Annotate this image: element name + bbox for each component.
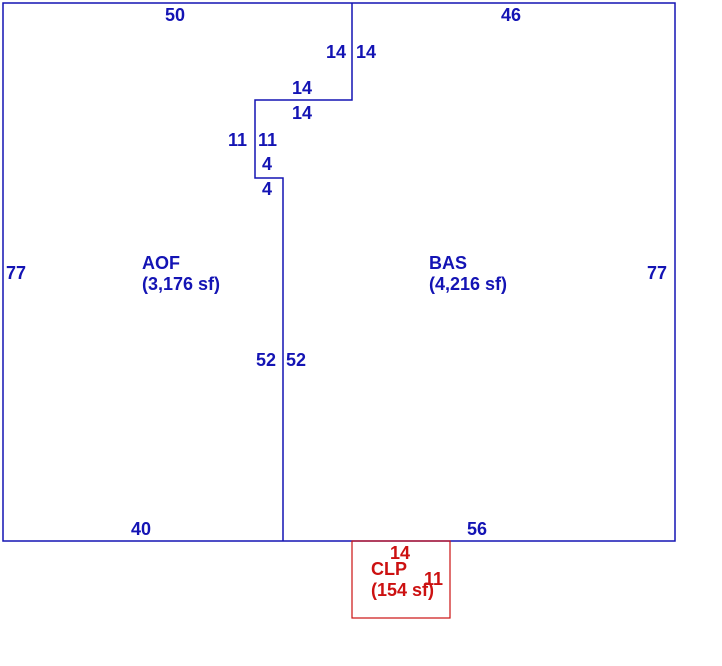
bas-step2-vertical-dimension: 11 xyxy=(258,130,277,150)
aof-step3-vertical-dimension: 52 xyxy=(256,350,276,370)
dividing-wall xyxy=(254,3,353,541)
bas-step1-horizontal-dimension: 14 xyxy=(292,103,312,123)
clp-right-dimension: 11 xyxy=(424,569,443,589)
aof-top-dimension: 50 xyxy=(165,5,185,25)
building-outline xyxy=(2,2,676,542)
bas-right-dimension: 77 xyxy=(647,263,667,283)
aof-step2-vertical-dimension: 11 xyxy=(228,130,247,150)
bas-step2-horizontal-dimension: 4 xyxy=(262,179,272,199)
bas-step1-vertical-dimension: 14 xyxy=(356,42,376,62)
aof-step1-horizontal-dimension: 14 xyxy=(292,78,312,98)
clp-area-size: (154 sf) xyxy=(371,580,434,600)
bas-bottom-dimension: 56 xyxy=(467,519,487,539)
clp-area-code: CLP xyxy=(371,559,407,579)
clp-top-dimension: 14 xyxy=(390,543,410,563)
aof-area-size: (3,176 sf) xyxy=(142,274,220,294)
aof-bottom-dimension: 40 xyxy=(131,519,151,539)
aof-area-code: AOF xyxy=(142,253,180,273)
aof-left-dimension: 77 xyxy=(6,263,26,283)
clp-porch-outline xyxy=(351,540,451,619)
bas-area-code: BAS xyxy=(429,253,467,273)
aof-step2-horizontal-dimension: 4 xyxy=(262,154,272,174)
bas-area-size: (4,216 sf) xyxy=(429,274,507,294)
bas-top-dimension: 46 xyxy=(501,5,521,25)
bas-step3-vertical-dimension: 52 xyxy=(286,350,306,370)
aof-step1-vertical-dimension: 14 xyxy=(326,42,346,62)
